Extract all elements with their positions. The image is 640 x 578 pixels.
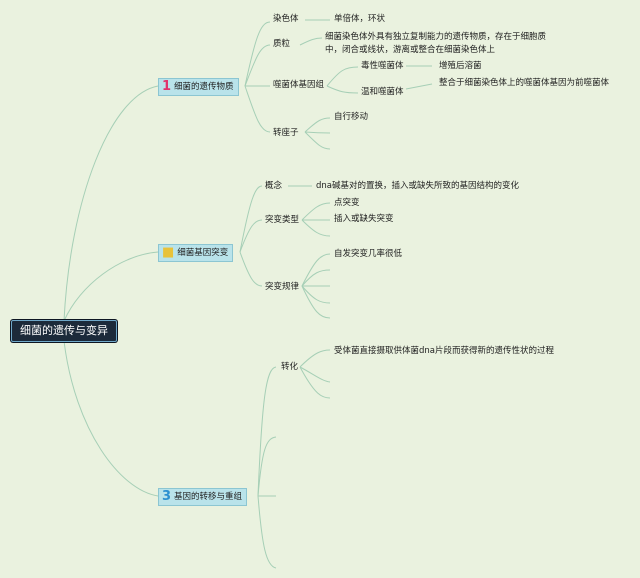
- connector-b3c1-d2: [299, 366, 331, 383]
- detail-concept[interactable]: dna碱基对的置换，插入或缺失所致的基因结构的变化: [316, 181, 519, 191]
- node-chromosome[interactable]: 染色体: [273, 14, 299, 24]
- detail-transposon[interactable]: 自行移动: [334, 112, 369, 122]
- connector-b2c2-d3: [301, 219, 331, 237]
- connector-c2-detail: [299, 37, 323, 46]
- connector-root-branch1: [63, 85, 159, 322]
- node-plasmid[interactable]: 质粒: [273, 39, 291, 49]
- connector-b3c1-d1: [299, 349, 331, 368]
- connector-b1-c2: [244, 44, 271, 87]
- branch-label: 基因的转移与重组: [174, 492, 243, 502]
- connector-b2-c3: [239, 251, 263, 287]
- connector-b2c3-d1: [301, 253, 331, 287]
- connector-c4-d2: [304, 131, 331, 134]
- root-topic[interactable]: 细菌的遗传与变异: [11, 320, 117, 342]
- branch-gene-mutation[interactable]: ■细菌基因突变: [158, 244, 234, 262]
- connector-root-branch3: [63, 340, 159, 497]
- connector-b3c1-d3: [299, 366, 331, 399]
- detail-temperate-phage[interactable]: 整合于细菌染色体上的噬菌体基因为前噬菌体: [439, 78, 610, 88]
- detail-chromosome[interactable]: 单倍体，环状: [334, 14, 386, 24]
- node-mutation-rules[interactable]: 突变规律: [265, 282, 300, 292]
- node-temperate-phage[interactable]: 温和噬菌体: [361, 87, 404, 97]
- node-virulent-phage[interactable]: 毒性噬菌体: [361, 61, 404, 71]
- detail-spontaneous-mutation[interactable]: 自发突变几率很低: [334, 249, 403, 259]
- connector-c3-sub1: [326, 66, 359, 87]
- connector-b2-c1: [239, 185, 263, 253]
- branch-number: 3: [162, 489, 172, 504]
- connector-sub2-detail: [405, 83, 433, 90]
- node-concept[interactable]: 概念: [265, 181, 283, 191]
- connector-c4-d3: [304, 131, 331, 150]
- node-transposon[interactable]: 转座子: [273, 128, 299, 138]
- connector-b2c2-d1: [301, 202, 331, 221]
- connector-b2c3-d5: [301, 285, 331, 319]
- connector-b3-c2: [257, 436, 277, 497]
- connector-b2c3-d4: [301, 285, 331, 304]
- detail-virulent-phage[interactable]: 增殖后溶菌: [439, 61, 482, 71]
- connector-b1-c4: [244, 85, 271, 133]
- connector-b3-c1: [257, 366, 277, 497]
- connector-b2-c2: [239, 219, 263, 253]
- branch-number: 1: [162, 79, 172, 94]
- detail-transformation[interactable]: 受体菌直接摄取供体菌dna片段而获得新的遗传性状的过程: [334, 346, 554, 356]
- connector-b2c3-d2: [301, 269, 331, 287]
- connector-c3-sub2: [326, 85, 359, 94]
- connector-b3-c4: [257, 495, 277, 569]
- detail-plasmid[interactable]: 细菌染色体外具有独立复制能力的遗传物质，存在于细胞质中，闭合或线状，游离或整合在…: [325, 32, 547, 55]
- branch-label: 细菌基因突变: [177, 248, 229, 258]
- connector-b1-c1: [244, 21, 271, 87]
- node-transformation[interactable]: 转化: [281, 362, 299, 372]
- branch-label: 细菌的遗传物质: [174, 82, 234, 92]
- detail-indel-mutation[interactable]: 插入或缺失突变: [334, 214, 394, 224]
- branch-number-marker: ■: [162, 245, 175, 260]
- node-mutation-types[interactable]: 突变类型: [265, 215, 300, 225]
- detail-point-mutation[interactable]: 点突变: [334, 198, 360, 208]
- connector-c4-d1: [304, 117, 331, 133]
- connector-root-branch2: [63, 251, 159, 322]
- node-phage-genome[interactable]: 噬菌体基因组: [273, 80, 325, 90]
